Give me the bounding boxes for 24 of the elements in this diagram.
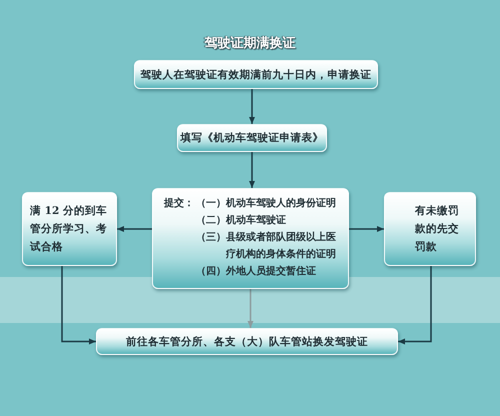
box-text: 填写《机动车驾驶证申请表》 xyxy=(180,131,324,146)
arrow xyxy=(349,226,384,232)
arrow xyxy=(249,152,255,188)
process-box xyxy=(152,188,349,289)
box-text: 前往各车管分所、各支（大）队车管站换发驾驶证 xyxy=(126,334,368,350)
arrow xyxy=(61,266,96,344)
list-item: （一）机动车驾驶人的身份证明 xyxy=(196,196,337,211)
box-text: 满 12 分的到车管分所学习、考试合格 xyxy=(30,204,108,255)
list-item: （四）外地人员提交暂住证 xyxy=(196,264,317,279)
arrow xyxy=(117,226,152,232)
process-box xyxy=(22,192,117,266)
list-item: （三）县级或者部队团级以上医疗机构的身体条件的证明 xyxy=(196,230,337,262)
list-item: （二）机动车驾驶证 xyxy=(196,213,287,228)
arrow xyxy=(249,89,255,124)
process-box xyxy=(134,60,378,89)
arrow xyxy=(398,266,432,344)
arrow xyxy=(248,289,254,328)
list-heading: 提交： xyxy=(164,196,194,211)
process-box xyxy=(384,192,476,266)
process-box xyxy=(96,328,398,355)
box-text: 驾驶人在驾驶证有效期满前九十日内，申请换证 xyxy=(140,68,372,82)
process-box xyxy=(177,124,327,152)
box-text: 有未缴罚款的先交罚款 xyxy=(415,204,460,255)
diagram-title: 驾驶证期满换证 xyxy=(204,35,296,53)
